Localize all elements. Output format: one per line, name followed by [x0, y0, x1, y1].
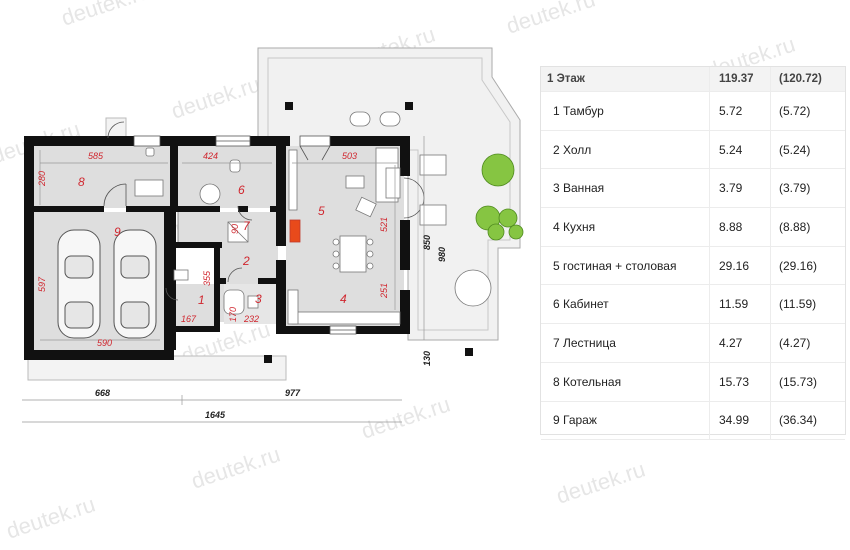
- room-total: (36.34): [770, 401, 845, 441]
- area-table: 1 Этаж 119.37 (120.72) 1 Тамбур 5.72 (5.…: [540, 66, 846, 441]
- room-total: (29.16): [770, 246, 845, 286]
- dim-977: 977: [285, 388, 301, 398]
- room-total: (11.59): [770, 284, 845, 325]
- dim-521: 521: [379, 217, 389, 232]
- plants: [475, 153, 524, 241]
- dim-167: 167: [181, 314, 197, 324]
- table-header-row: 1 Этаж 119.37 (120.72): [541, 67, 845, 92]
- room-area: 8.88: [709, 207, 771, 247]
- room-number-1: 1: [198, 293, 205, 307]
- dim-170: 170: [228, 307, 238, 322]
- room-total: (15.73): [770, 362, 845, 402]
- room-name: 1 Тамбур: [541, 91, 710, 131]
- room-area: 29.16: [709, 246, 771, 286]
- room-number-4: 4: [340, 292, 347, 306]
- room-total: (8.88): [770, 207, 845, 247]
- dim-585: 585: [88, 151, 104, 161]
- room-name: 3 Ванная: [541, 168, 710, 209]
- room-number-3: 3: [255, 292, 262, 306]
- room-area: 3.79: [709, 168, 771, 209]
- table-row: 9 Гараж 34.99 (36.34): [541, 401, 845, 441]
- dimension-labels: 585 424 503 280 597 590 355 170 167 232 …: [37, 151, 389, 348]
- room-number-8: 8: [78, 175, 85, 189]
- room-name: 5 гостиная + столовая: [541, 246, 710, 286]
- table-row: 7 Лестница 4.27 (4.27): [541, 323, 845, 363]
- room-area: 5.24: [709, 130, 771, 170]
- area-table-grid: 1 Этаж 119.37 (120.72) 1 Тамбур 5.72 (5.…: [541, 67, 845, 441]
- floor-plan: 585 424 503 280 597 590 355 170 167 232 …: [22, 47, 524, 423]
- watermark: deutek.ru: [553, 456, 649, 509]
- dim-597: 597: [37, 276, 47, 292]
- header-floor: 1 Этаж: [541, 67, 710, 92]
- room-area: 11.59: [709, 284, 771, 325]
- dim-280: 280: [37, 171, 47, 187]
- table-row: 6 Кабинет 11.59 (11.59): [541, 284, 845, 325]
- dimension-lines: [22, 136, 425, 423]
- room-name: 7 Лестница: [541, 323, 710, 363]
- room-number-6: 6: [238, 183, 245, 197]
- room-total: (5.72): [770, 91, 845, 131]
- room-total: (3.79): [770, 168, 845, 209]
- cars: [57, 229, 157, 339]
- walls: [24, 102, 473, 363]
- room-name: 4 Кухня: [541, 207, 710, 247]
- table-row: 1 Тамбур 5.72 (5.72): [541, 91, 845, 131]
- room-name: 2 Холл: [541, 130, 710, 170]
- dim-980: 980: [437, 247, 447, 262]
- room-area: 4.27: [709, 323, 771, 363]
- room-name: 9 Гараж: [541, 401, 710, 441]
- dim-850: 850: [422, 235, 432, 250]
- room-number-2: 2: [242, 254, 250, 268]
- room-number-5: 5: [318, 204, 325, 218]
- dim-355: 355: [202, 270, 212, 286]
- room-area: 34.99: [709, 401, 771, 441]
- dim-668: 668: [95, 388, 110, 398]
- room-name: 6 Кабинет: [541, 284, 710, 325]
- dim-130: 130: [422, 351, 432, 366]
- header-total: (120.72): [770, 67, 845, 92]
- table-row: 2 Холл 5.24 (5.24): [541, 130, 845, 170]
- dim-1645: 1645: [205, 410, 226, 420]
- room-number-7: 7: [243, 219, 251, 233]
- table-row: 5 гостиная + столовая 29.16 (29.16): [541, 246, 845, 286]
- room-numbers: 1 2 3 4 5 6 7 8 9: [78, 175, 347, 307]
- dim-503: 503: [342, 151, 357, 161]
- furniture: [134, 111, 492, 325]
- dim-251: 251: [379, 283, 389, 299]
- room-name: 8 Котельная: [541, 362, 710, 402]
- table-row: 3 Ванная 3.79 (3.79): [541, 168, 845, 209]
- dim-90: 90: [230, 224, 240, 234]
- table-row: 8 Котельная 15.73 (15.73): [541, 362, 845, 402]
- header-area: 119.37: [709, 67, 771, 92]
- room-area: 15.73: [709, 362, 771, 402]
- room-total: (5.24): [770, 130, 845, 170]
- room-total: (4.27): [770, 323, 845, 363]
- doors: [103, 121, 425, 335]
- table-row: 4 Кухня 8.88 (8.88): [541, 207, 845, 247]
- dim-590: 590: [97, 338, 112, 348]
- dim-232: 232: [243, 314, 259, 324]
- room-area: 5.72: [709, 91, 771, 131]
- overall-dimensions: 850 980 130 668 977 1645: [95, 235, 447, 420]
- dim-424: 424: [203, 151, 218, 161]
- room-number-9: 9: [114, 225, 121, 239]
